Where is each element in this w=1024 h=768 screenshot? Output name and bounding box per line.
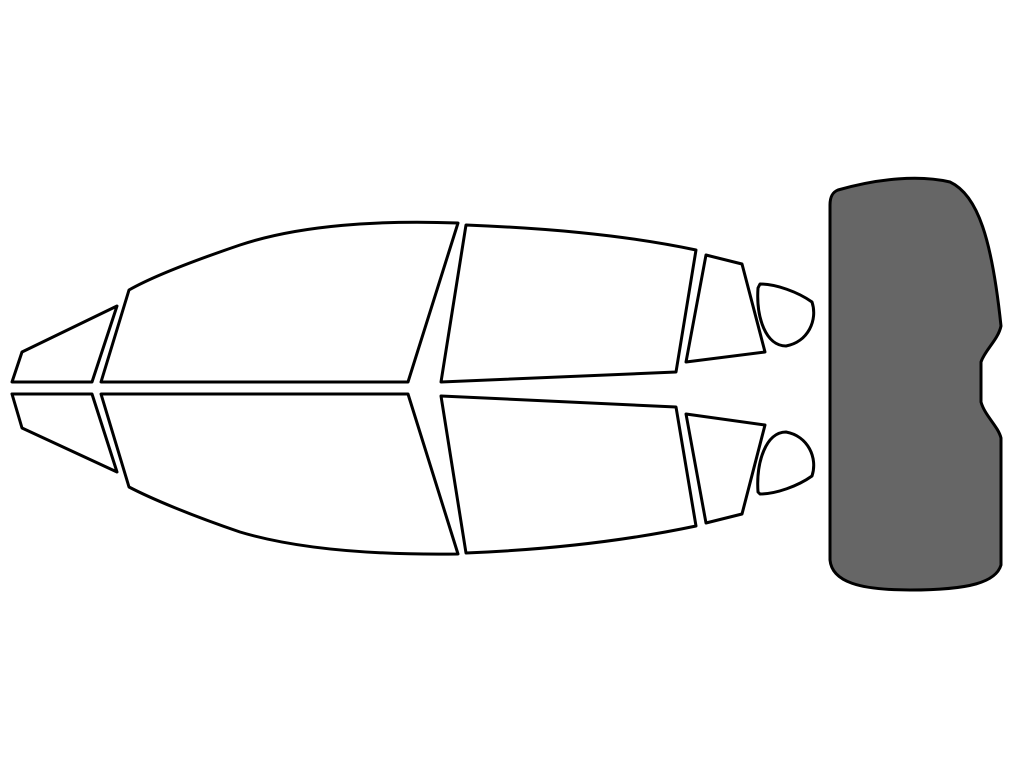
pane-vent-bottom[interactable] xyxy=(756,430,816,496)
pane-rear-door-bottom[interactable] xyxy=(439,394,698,555)
pane-front-door-bottom[interactable] xyxy=(99,392,460,556)
pane-rear-windshield[interactable] xyxy=(828,176,1003,592)
pane-front-door-top[interactable] xyxy=(99,220,460,384)
pane-rear-quarter-bottom[interactable] xyxy=(684,412,767,525)
pane-vent-top[interactable] xyxy=(756,282,816,348)
pane-quarter-top[interactable] xyxy=(10,304,119,384)
pane-rear-quarter-top[interactable] xyxy=(684,253,767,364)
pane-quarter-bottom[interactable] xyxy=(10,392,119,474)
pane-rear-door-top[interactable] xyxy=(439,223,698,384)
